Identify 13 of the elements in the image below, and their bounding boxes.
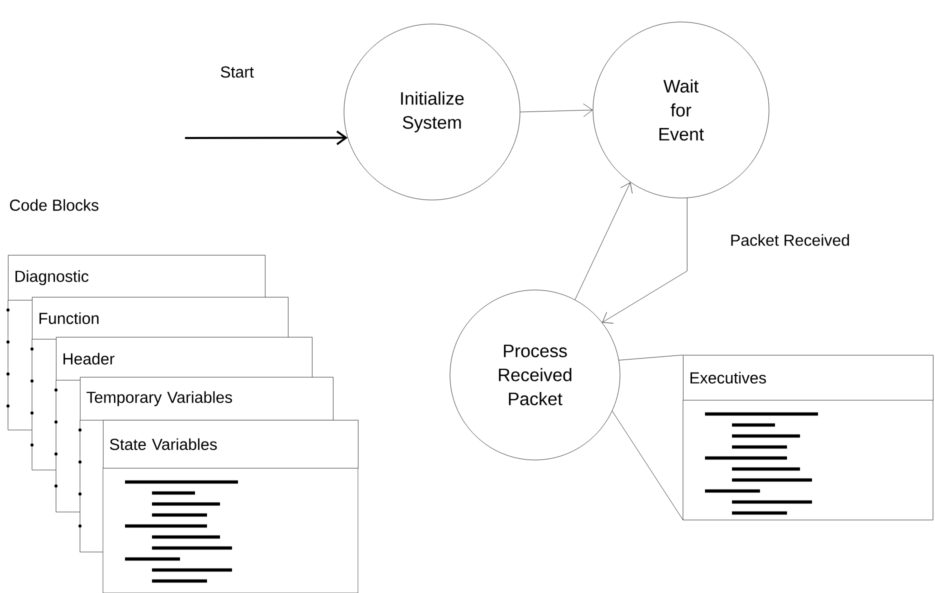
card-header: Executives [683,355,934,400]
arrow [185,130,348,146]
edge-label: Start [219,65,255,79]
edge-label: Packet Received [728,233,852,247]
card-header: Diagnostic [8,255,266,300]
card-header: State Variables [103,420,358,468]
arrow [602,198,688,324]
arrow [574,182,632,300]
card-header: Function [32,297,288,340]
section-heading: Code Blocks [10,199,98,211]
card-header: Temporary Variables [80,377,334,420]
card-header: Header [56,337,312,380]
arrow [520,104,593,117]
